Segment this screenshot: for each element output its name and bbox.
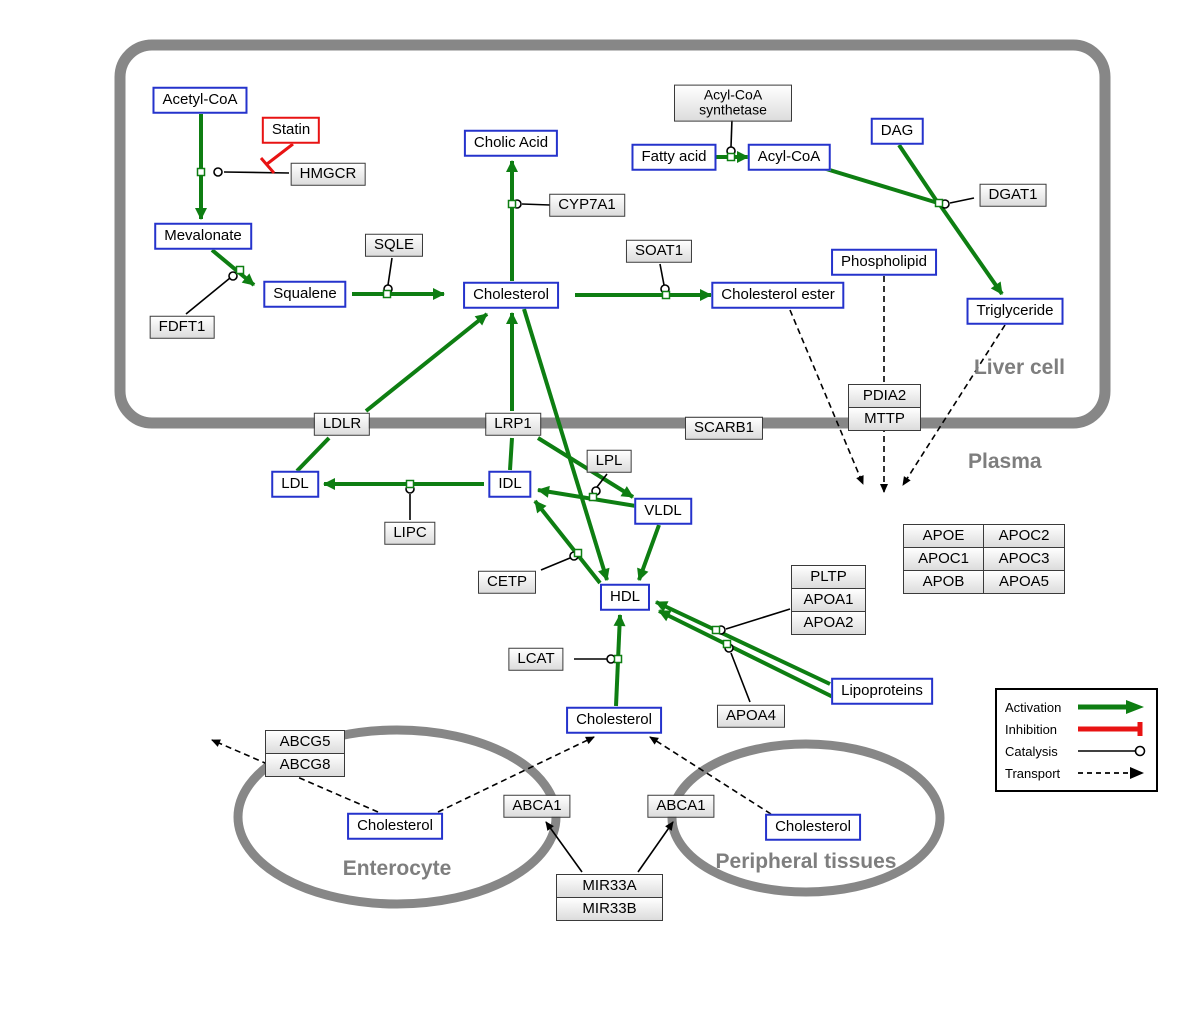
node-lcat[interactable]: LCAT — [508, 647, 564, 671]
node-cholesterol-enterocyte[interactable]: Cholesterol — [347, 812, 443, 840]
node-mttp[interactable]: MTTP — [848, 407, 921, 431]
node-pdia2[interactable]: PDIA2 — [848, 384, 921, 408]
node-ldlr[interactable]: LDLR — [313, 412, 371, 436]
node-apoc3[interactable]: APOC3 — [983, 547, 1065, 571]
node-apob[interactable]: APOB — [903, 570, 984, 594]
regulation-edges — [545, 821, 674, 873]
inhibition-tbar-icon — [1078, 722, 1143, 736]
node-mir33b[interactable]: MIR33B — [556, 897, 663, 921]
legend-inhibition-label: Inhibition — [1005, 721, 1058, 737]
legend-row-transport: Transport — [1005, 762, 1148, 784]
node-abcg8[interactable]: ABCG8 — [265, 753, 345, 777]
anchor-points — [196, 152, 944, 664]
node-abca1-left[interactable]: ABCA1 — [503, 794, 571, 818]
node-soat1[interactable]: SOAT1 — [625, 239, 693, 263]
node-cholesterol-peripheral[interactable]: Cholesterol — [765, 813, 861, 841]
node-triglyceride[interactable]: Triglyceride — [966, 297, 1064, 325]
node-apoc1[interactable]: APOC1 — [903, 547, 984, 571]
liver-cell-label: Liver cell — [973, 356, 1065, 379]
node-apoc2[interactable]: APOC2 — [983, 524, 1065, 548]
legend-row-activation: Activation — [1005, 696, 1148, 718]
node-ldl[interactable]: LDL — [271, 470, 319, 498]
node-dag[interactable]: DAG — [870, 117, 924, 145]
node-pltp[interactable]: PLTP — [791, 565, 866, 589]
abcg5-abcg8-stack: ABCG5 ABCG8 — [265, 730, 345, 777]
node-cyp7a1[interactable]: CYP7A1 — [549, 193, 625, 217]
node-acyl-coa-synthetase[interactable]: Acyl-CoA synthetase — [674, 84, 792, 122]
activation-edges — [195, 114, 1004, 707]
legend: Activation Inhibition Catalysis Transpor… — [995, 688, 1158, 792]
node-dgat1[interactable]: DGAT1 — [979, 183, 1047, 207]
node-cholic-acid[interactable]: Cholic Acid — [463, 129, 559, 157]
node-lrp1[interactable]: LRP1 — [485, 412, 541, 436]
node-mevalonate[interactable]: Mevalonate — [154, 222, 252, 250]
activation-arrow-icon — [1078, 700, 1144, 714]
node-vldl[interactable]: VLDL — [634, 497, 692, 525]
node-hdl[interactable]: HDL — [599, 583, 651, 611]
node-apoa2[interactable]: APOA2 — [791, 611, 866, 635]
node-cholesterol-plasma[interactable]: Cholesterol — [566, 706, 662, 734]
node-cholesterol-liver[interactable]: Cholesterol — [463, 281, 559, 309]
node-acyl-coa2[interactable]: Acyl-CoA — [747, 143, 831, 171]
node-scarb1[interactable]: SCARB1 — [684, 416, 764, 440]
legend-transport-label: Transport — [1005, 765, 1061, 781]
peripheral-tissues-label: Peripheral tissues — [715, 850, 897, 873]
pdia2-mttp-stack: PDIA2 MTTP — [848, 384, 921, 431]
legend-activation-label: Activation — [1005, 699, 1062, 715]
node-cetp[interactable]: CETP — [477, 570, 537, 594]
node-apoa1[interactable]: APOA1 — [791, 588, 866, 612]
plasma-label: Plasma — [968, 450, 1042, 473]
node-lipoproteins[interactable]: Lipoproteins — [831, 677, 933, 705]
node-fatty-acid[interactable]: Fatty acid — [631, 143, 717, 171]
node-lpl[interactable]: LPL — [586, 449, 632, 473]
node-cholesterol-ester[interactable]: Cholesterol ester — [711, 281, 845, 309]
catalysis-circle-icon — [1078, 745, 1146, 757]
peripheral-tissues-membrane — [667, 739, 945, 897]
node-lipc[interactable]: LIPC — [384, 521, 436, 545]
legend-row-inhibition: Inhibition — [1005, 718, 1148, 740]
mir33-stack: MIR33A MIR33B — [556, 874, 663, 921]
node-squalene[interactable]: Squalene — [263, 280, 347, 308]
node-apoa5[interactable]: APOA5 — [983, 570, 1065, 594]
pltp-apoa-stack: PLTP APOA1 APOA2 — [791, 565, 866, 635]
node-abcg5[interactable]: ABCG5 — [265, 730, 345, 754]
node-statin[interactable]: Statin — [261, 116, 321, 144]
inhibition-edge — [259, 142, 294, 174]
node-fdft1[interactable]: FDFT1 — [149, 315, 215, 339]
node-sqle[interactable]: SQLE — [364, 233, 424, 257]
enterocyte-label: Enterocyte — [342, 857, 452, 880]
node-apoa4[interactable]: APOA4 — [716, 704, 786, 728]
apolipoprotein-table: APOE APOC2 APOC1 APOC3 APOB APOA5 — [903, 524, 1065, 594]
transport-dashed-arrow-icon — [1078, 767, 1144, 779]
node-phospholipid[interactable]: Phospholipid — [831, 248, 937, 276]
node-acetyl-coa[interactable]: Acetyl-CoA — [152, 86, 248, 114]
node-abca1-right[interactable]: ABCA1 — [647, 794, 715, 818]
node-hmgcr[interactable]: HMGCR — [290, 162, 366, 186]
node-idl[interactable]: IDL — [488, 470, 532, 498]
liver-cell-membrane — [114, 39, 1111, 429]
legend-catalysis-label: Catalysis — [1005, 743, 1058, 759]
node-apoe[interactable]: APOE — [903, 524, 984, 548]
legend-row-catalysis: Catalysis — [1005, 740, 1148, 762]
node-mir33a[interactable]: MIR33A — [556, 874, 663, 898]
